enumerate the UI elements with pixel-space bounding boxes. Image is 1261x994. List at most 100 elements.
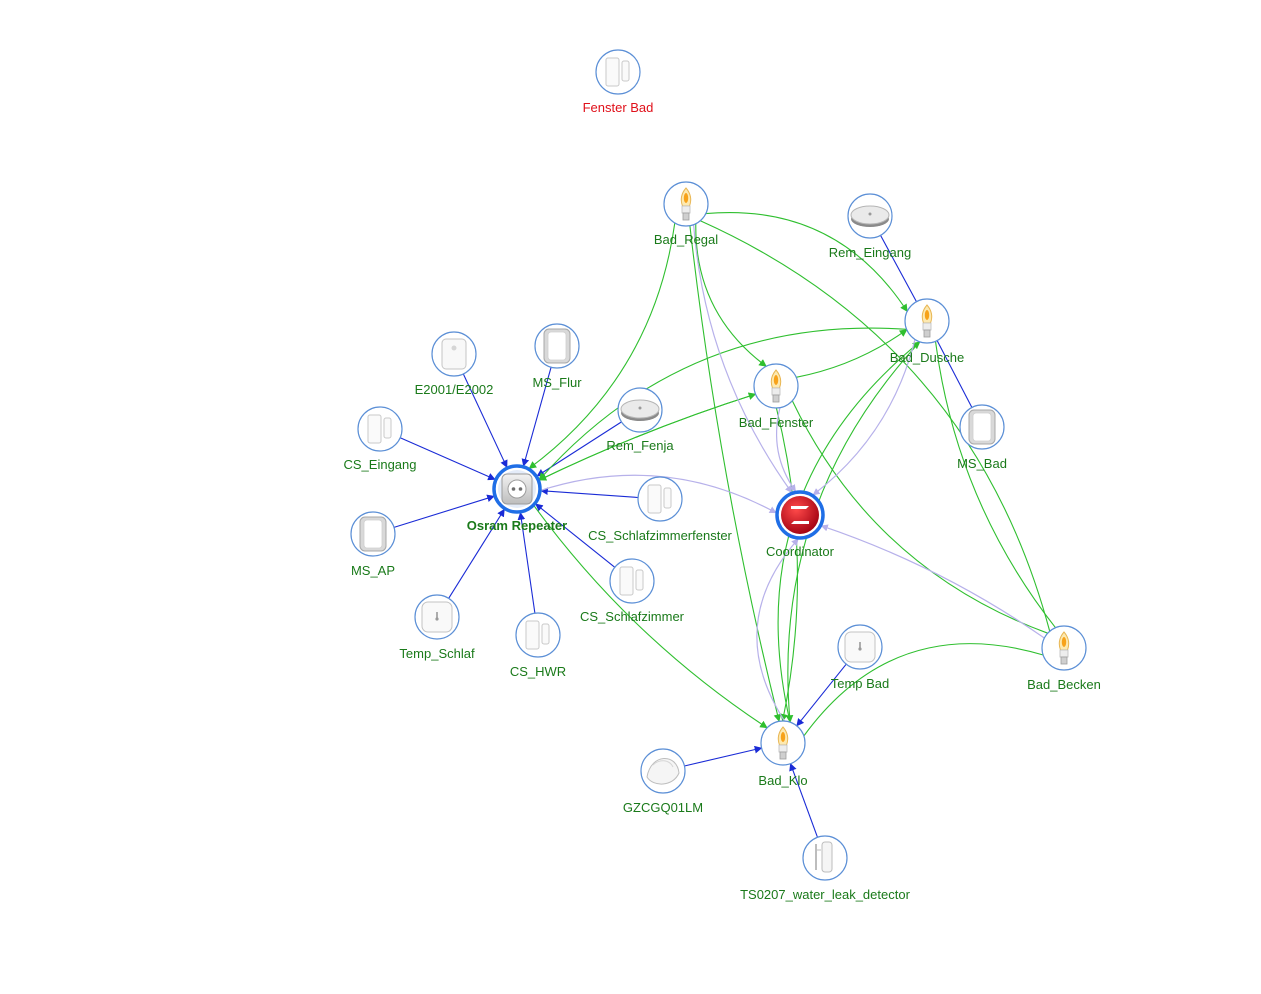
node-label: Bad_Becken — [1027, 677, 1101, 692]
link-cs_hwr-osram — [517, 512, 536, 614]
node-label: E2001/E2002 — [415, 382, 494, 397]
node-cs_schlafzimmer[interactable]: CS_Schlafzimmer — [580, 558, 685, 624]
node-label: Fenster Bad — [583, 100, 654, 115]
link-ms_bad-bad_dusche — [936, 340, 973, 408]
node-label: CS_HWR — [510, 664, 566, 679]
node-temp_schlaf[interactable]: Temp_Schlaf — [399, 594, 475, 661]
water-leak-sensor-icon — [815, 841, 833, 873]
node-label: CS_Eingang — [344, 457, 417, 472]
round-remote-icon — [620, 399, 660, 421]
link-bad_fenster-bad_becken — [791, 400, 1048, 634]
zigbee-coordinator-icon — [781, 496, 819, 534]
link-ts0207-bad_klo — [789, 762, 819, 838]
motion-sensor-icon — [543, 328, 571, 364]
remote-button-icon — [441, 338, 467, 370]
link-bad_dusche-coordinator — [812, 339, 916, 496]
temperature-sensor-icon — [844, 631, 876, 663]
link-temp_bad-bad_klo — [796, 663, 847, 727]
link-cs_eingang-osram — [399, 437, 496, 481]
link-cs_schlafzimmer-osram — [535, 503, 616, 568]
node-label: MS_Bad — [957, 456, 1007, 471]
node-label: GZCGQ01LM — [623, 800, 703, 815]
node-bad_dusche[interactable]: Bad_Dusche — [890, 298, 964, 365]
link-temp_schlaf-osram — [448, 508, 505, 599]
link-bad_becken-coordinator — [820, 524, 1045, 639]
link-bad_regal-bad_fenster — [695, 223, 767, 367]
link-bad_dusche-osram — [538, 327, 907, 481]
led-bulb-icon — [777, 726, 789, 760]
link-bad_regal-coordinator — [693, 224, 793, 494]
node-ms_flur[interactable]: MS_Flur — [532, 323, 582, 390]
node-label: CS_Schlafzimmer — [580, 609, 685, 624]
link-bad_klo-coordinator — [756, 538, 799, 722]
node-label: MS_Flur — [532, 375, 582, 390]
node-label: TS0207_water_leak_detector — [740, 887, 911, 902]
node-fenster_bad[interactable]: Fenster Bad — [583, 49, 654, 115]
links-layer — [393, 212, 1056, 838]
link-e2001-osram — [462, 373, 508, 468]
door-window-sensor-icon — [619, 566, 644, 596]
node-label: Temp Bad — [831, 676, 890, 691]
link-gzcgq01lm-bad_klo — [684, 745, 763, 767]
node-label: Temp_Schlaf — [399, 646, 475, 661]
node-coordinator[interactable]: Coordinator — [766, 490, 835, 559]
node-label: Bad_Klo — [758, 773, 807, 788]
link-osram-bad_klo — [532, 503, 768, 729]
door-window-sensor-icon — [525, 620, 550, 650]
led-bulb-icon — [680, 187, 692, 221]
link-bad_fenster-bad_dusche — [796, 329, 908, 378]
link-bad_regal-bad_dusche — [705, 212, 908, 313]
node-gzcgq01lm[interactable]: GZCGQ01LM — [623, 748, 703, 815]
motion-sensor-icon — [359, 516, 387, 552]
link-bad_regal-osram — [528, 222, 676, 469]
link-bad_fenster-coordinator — [775, 407, 797, 492]
light-sensor-icon — [646, 758, 680, 785]
node-bad_regal[interactable]: Bad_Regal — [654, 181, 718, 247]
led-bulb-icon — [921, 304, 933, 338]
node-ms_bad[interactable]: MS_Bad — [957, 404, 1007, 471]
led-bulb-icon — [770, 369, 782, 403]
motion-sensor-icon — [968, 409, 996, 445]
node-rem_eingang[interactable]: Rem_Eingang — [829, 193, 911, 260]
temperature-sensor-icon — [421, 601, 453, 633]
node-label: Bad_Regal — [654, 232, 718, 247]
link-ms_ap-osram — [393, 494, 495, 528]
node-label: Rem_Eingang — [829, 245, 911, 260]
node-label: CS_Schlafzimmerfenster — [588, 528, 732, 543]
node-cs_hwr[interactable]: CS_HWR — [510, 612, 566, 679]
node-label: Bad_Fenster — [739, 415, 814, 430]
node-label: Rem_Fenja — [606, 438, 674, 453]
node-cs_eingang[interactable]: CS_Eingang — [344, 406, 417, 472]
node-temp_bad[interactable]: Temp Bad — [831, 624, 890, 691]
led-bulb-icon — [1058, 631, 1070, 665]
door-window-sensor-icon — [605, 57, 630, 87]
node-bad_fenster[interactable]: Bad_Fenster — [739, 363, 814, 430]
node-rem_fenja[interactable]: Rem_Fenja — [606, 387, 674, 453]
link-bad_regal-bad_becken — [700, 220, 1051, 632]
smart-plug-icon — [501, 473, 533, 505]
link-bad_dusche-bad_becken — [934, 341, 1056, 629]
node-label: Bad_Dusche — [890, 350, 964, 365]
node-label: Osram Repeater — [467, 518, 567, 533]
node-label: Coordinator — [766, 544, 835, 559]
round-remote-icon — [850, 205, 890, 227]
link-rem_eingang-bad_dusche — [880, 235, 917, 302]
door-window-sensor-icon — [367, 414, 392, 444]
node-e2001[interactable]: E2001/E2002 — [415, 331, 494, 397]
node-bad_becken[interactable]: Bad_Becken — [1027, 625, 1101, 692]
link-osram-bad_fenster — [537, 392, 757, 482]
node-osram[interactable]: Osram Repeater — [467, 464, 567, 533]
node-ts0207[interactable]: TS0207_water_leak_detector — [740, 835, 911, 902]
node-bad_klo[interactable]: Bad_Klo — [758, 720, 808, 788]
door-window-sensor-icon — [647, 484, 672, 514]
node-ms_ap[interactable]: MS_AP — [350, 511, 396, 578]
link-bad_fenster-bad_klo — [775, 407, 799, 722]
link-cs_schlafzimmerfenster-osram — [540, 487, 639, 499]
nodes-layer: Fenster BadBad_RegalRem_EingangBad_Dusch… — [344, 49, 1101, 902]
link-bad_klo-bad_becken — [803, 643, 1044, 737]
link-bad_regal-bad_klo — [689, 225, 782, 723]
link-ms_flur-osram — [521, 367, 552, 467]
node-cs_schlafzimmerfenster[interactable]: CS_Schlafzimmerfenster — [588, 476, 733, 543]
